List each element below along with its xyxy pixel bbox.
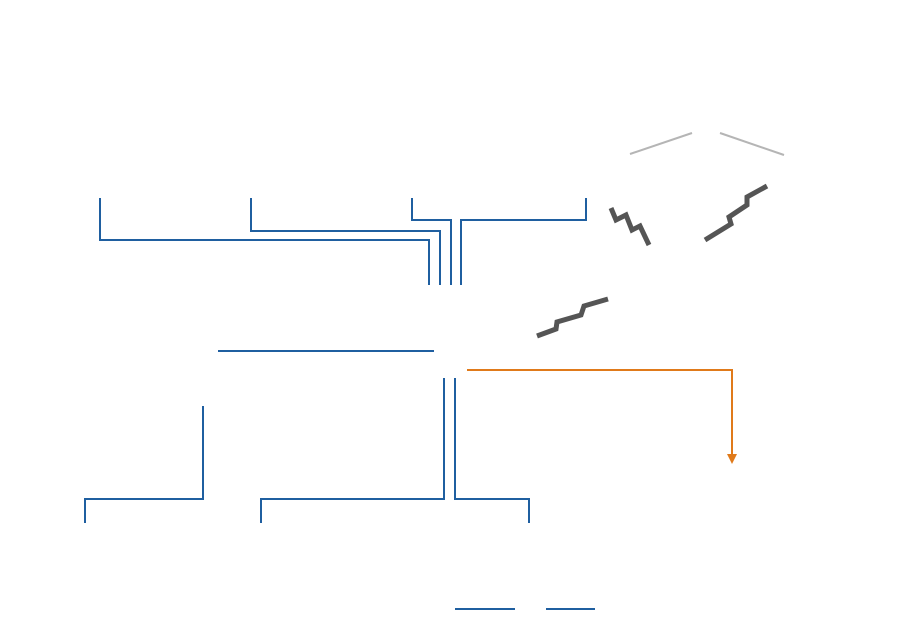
connector-lower-middle	[260, 378, 445, 523]
connector-lower-right	[454, 378, 530, 523]
connector-upper-3	[411, 198, 452, 285]
gray-line-right	[719, 132, 785, 156]
arrow-down-icon	[727, 454, 737, 464]
connector-lower-left	[84, 406, 204, 523]
gray-line-left	[629, 132, 693, 155]
connector-upper-1	[99, 198, 430, 285]
lightning-bolt-icon	[536, 296, 609, 339]
connector-upper-4	[460, 198, 587, 285]
connector-upper-2	[250, 198, 441, 285]
lightning-bolt-icon	[703, 183, 769, 243]
lightning-bolt-icon	[608, 207, 652, 247]
orange-flow-line	[467, 369, 733, 455]
